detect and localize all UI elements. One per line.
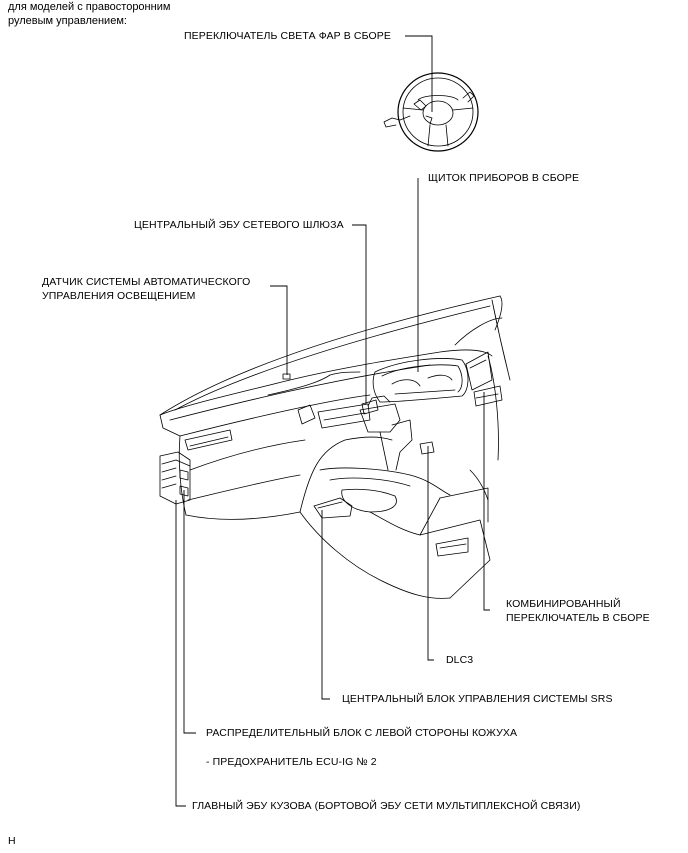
label-srs-unit: ЦЕНТРАЛЬНЫЙ БЛОК УПРАВЛЕНИЯ СИСТЕМЫ SRS: [342, 693, 613, 705]
header-line-2: рулевым управлением:: [8, 15, 127, 27]
body-ecu-illustration: [159, 451, 191, 505]
label-gateway-ecu: ЦЕНТРАЛЬНЫЙ ЭБУ СЕТЕВОГО ШЛЮЗА: [134, 219, 344, 231]
label-combination-switch: КОМБИНИРОВАННЫЙ ПЕРЕКЛЮЧАТЕЛЬ В СБОРЕ: [506, 597, 650, 625]
header-line-1: для моделей с правосторонним: [8, 1, 171, 13]
instrument-cluster-illustration: [372, 358, 469, 403]
label-light-sensor: ДАТЧИК СИСТЕМЫ АВТОМАТИЧЕСКОГО УПРАВЛЕНИ…: [42, 275, 250, 303]
label-dlc3: DLC3: [446, 654, 474, 666]
label-light-sensor-line-2: УПРАВЛЕНИЯ ОСВЕЩЕНИЕМ: [42, 290, 196, 302]
label-junction-block: РАСПРЕДЕЛИТЕЛЬНЫЙ БЛОК С ЛЕВОЙ СТОРОНЫ К…: [206, 727, 518, 739]
steering-wheel-illustration: [383, 72, 479, 152]
header-note: для моделей с правосторонним рулевым упр…: [8, 0, 170, 28]
leader-lines: [175, 35, 490, 807]
figure-code: H: [8, 835, 16, 847]
label-combination-switch-line-2: ПЕРЕКЛЮЧАТЕЛЬ В СБОРЕ: [506, 612, 650, 624]
label-fuse: - ПРЕДОХРАНИТЕЛЬ ECU-IG № 2: [206, 756, 377, 768]
label-light-sensor-line-1: ДАТЧИК СИСТЕМЫ АВТОМАТИЧЕСКОГО: [42, 276, 251, 288]
label-main-body-ecu: ГЛАВНЫЙ ЭБУ КУЗОВА (БОРТОВОЙ ЭБУ СЕТИ МУ…: [192, 800, 581, 812]
label-headlight-switch: ПЕРЕКЛЮЧАТЕЛЬ СВЕТА ФАР В СБОРЕ: [184, 30, 391, 42]
label-instrument-panel: ЩИТОК ПРИБОРОВ В СБОРЕ: [428, 172, 580, 184]
label-combination-switch-line-1: КОМБИНИРОВАННЫЙ: [506, 598, 621, 610]
